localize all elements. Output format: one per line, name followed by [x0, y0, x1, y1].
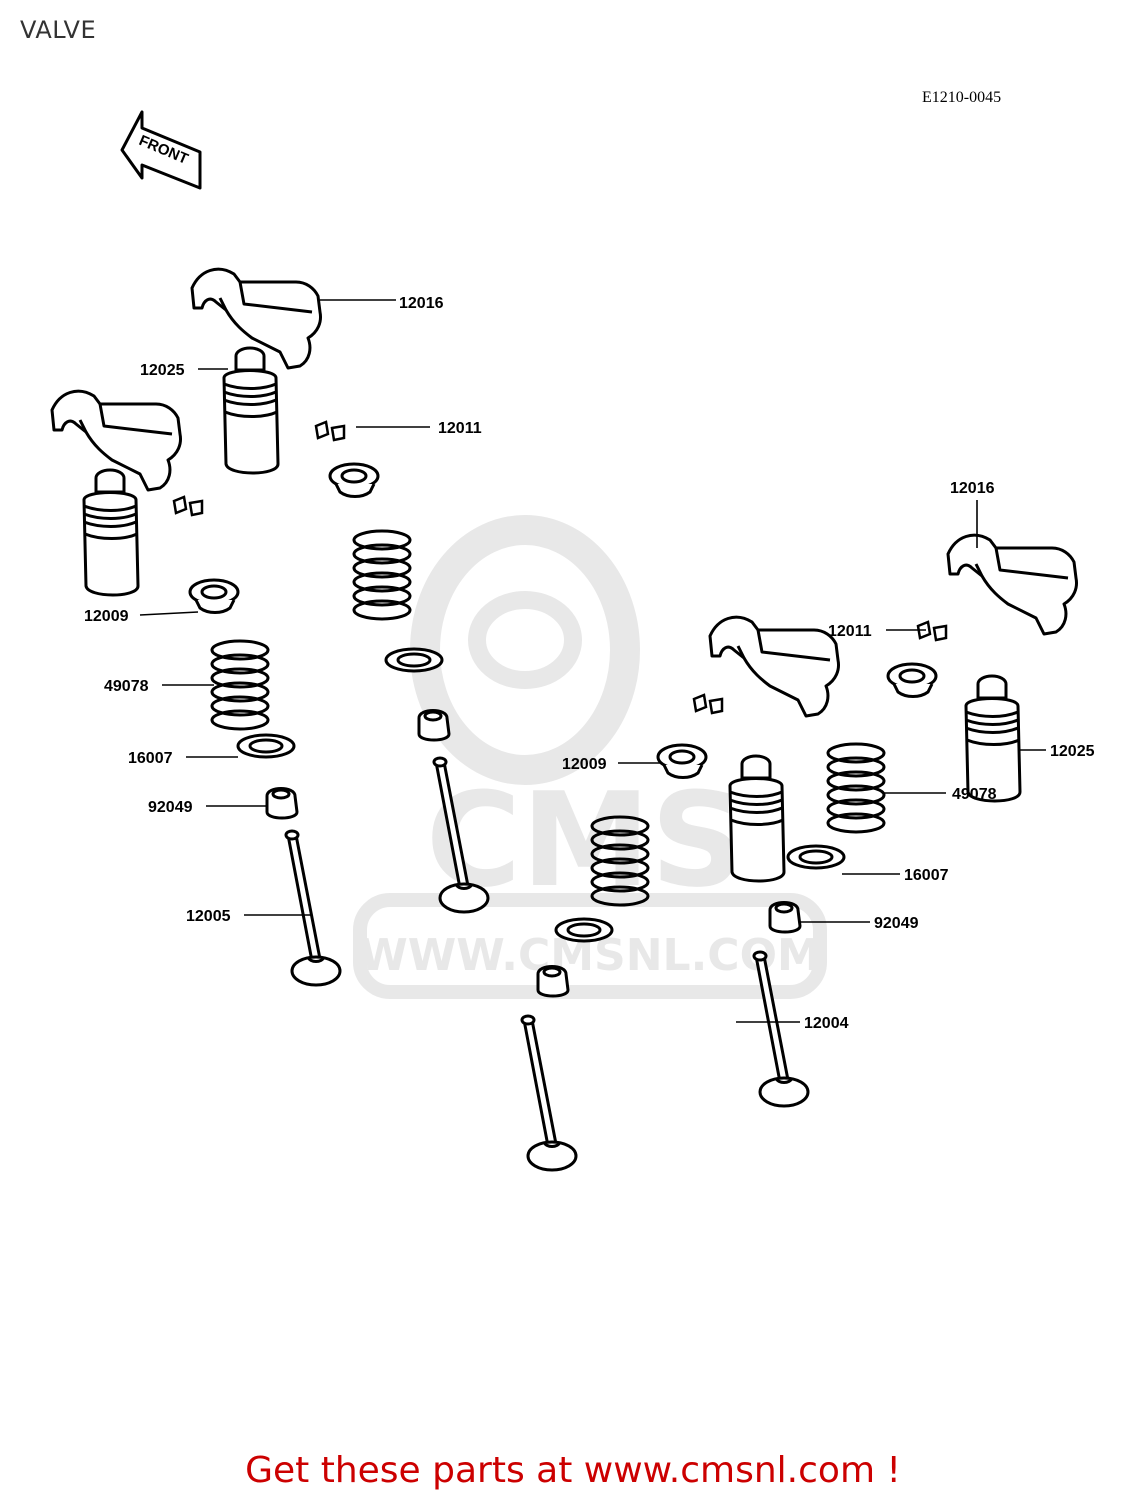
front-direction-arrow: FRONT	[120, 110, 202, 190]
spring-retainer-right	[886, 662, 938, 698]
spring-retainer-upper	[328, 462, 380, 498]
rocker-arm-right	[946, 533, 1078, 636]
valve-spring-upper	[352, 529, 412, 621]
part-label-rocker-right: 12016	[950, 480, 995, 497]
part-label-seal-right: 92049	[874, 915, 919, 932]
part-label-lifter-right: 12025	[1050, 743, 1095, 760]
intake-valve-center	[520, 1014, 578, 1172]
rocker-arm-center	[708, 615, 840, 718]
spring-retainer-left	[188, 578, 240, 614]
lash-adjuster-left	[82, 468, 140, 597]
stem-seal-upper	[417, 709, 451, 742]
valve-spring-right	[826, 742, 886, 834]
get-parts-link[interactable]: Get these parts at www.cmsnl.com !	[245, 1450, 901, 1491]
page-title: VALVE	[20, 16, 97, 44]
lash-adjuster-right	[964, 674, 1022, 803]
spring-seat-right	[786, 844, 846, 870]
part-label-keeper-upper: 12011	[438, 420, 482, 437]
part-labels: 12016 12025 12011 12009 49078 16007 9204…	[84, 295, 1095, 1032]
part-label-retainer-center: 12009	[562, 756, 607, 773]
spring-seat-center	[554, 917, 614, 943]
part-label-spring-right: 49078	[952, 786, 997, 803]
valve-keeper-center	[692, 693, 724, 715]
valve-keeper-upper	[314, 420, 346, 442]
diagram-code: E1210-0045	[922, 89, 1002, 106]
stem-seal-right	[768, 901, 802, 934]
stem-seal-left	[265, 787, 299, 820]
part-label-valve-left: 12005	[186, 908, 231, 925]
part-label-seat-right: 16007	[904, 867, 949, 884]
spring-seat-upper	[384, 647, 444, 673]
part-label-valve-right: 12004	[804, 1015, 849, 1032]
spring-seat-left	[236, 733, 296, 759]
valve-spring-left	[210, 639, 270, 731]
part-label-spring-left: 49078	[104, 678, 149, 695]
part-label-keeper-right: 12011	[828, 623, 872, 640]
valve-keeper-right	[916, 620, 948, 642]
part-label-seal-left: 92049	[148, 799, 193, 816]
part-label-retainer-left: 12009	[84, 608, 129, 625]
lash-adjuster-upper-left	[222, 346, 280, 475]
valve-keeper-left	[172, 495, 204, 517]
part-label-seat-left: 16007	[128, 750, 173, 767]
stem-seal-center	[536, 965, 570, 998]
exhaust-valve-left	[284, 829, 342, 987]
cms-watermark: CMS WWW.CMSNL.COM	[353, 515, 827, 999]
leader-lines	[139, 299, 1046, 1023]
part-label-lifter-upper-left: 12025	[140, 362, 185, 379]
part-label-rocker-upper-left: 12016	[399, 295, 444, 312]
